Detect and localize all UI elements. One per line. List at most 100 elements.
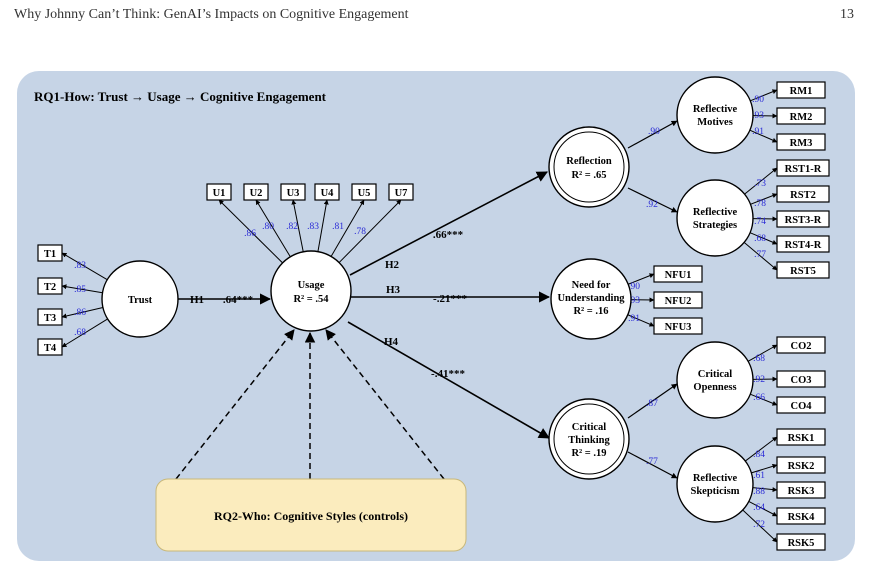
loading-value-u7: .78	[354, 227, 366, 237]
reflective-skepticism-label-1: Reflective	[693, 473, 738, 484]
loading-value-rm3: .91	[752, 127, 764, 137]
path-h1-hyp: H1	[190, 294, 204, 306]
critical-thinking-node	[548, 398, 630, 480]
nfu-label-1: Need for	[572, 280, 611, 291]
loading-arrow-rst1-r	[744, 167, 778, 195]
loading-arrow-rst4-r	[749, 232, 778, 245]
indicator-box-rsk2	[776, 456, 826, 474]
loading-arrow-rsk5	[742, 509, 778, 543]
loading-value-rm1: .90	[752, 95, 764, 105]
loading-arrow-rst5	[743, 242, 778, 271]
indicator-box-rst4-r	[776, 235, 830, 253]
reflection-to-strategies-line	[627, 187, 678, 213]
indicator-box-co2	[776, 336, 826, 354]
reflective-motives-node	[676, 76, 754, 154]
indicator-label-rst4-r: RST4-R	[785, 240, 822, 251]
critical-openness-node	[676, 341, 754, 419]
loading-arrow-co2	[747, 344, 778, 362]
indicator-label-u1: U1	[213, 188, 226, 199]
indicator-box-t1	[37, 244, 63, 262]
indicator-box-u4	[314, 183, 340, 201]
panel-title: RQ1-How: Trust → Usage → Cognitive Engag…	[34, 89, 327, 104]
critical-openness-label-2: Openness	[693, 382, 736, 393]
ct-skepticism-coef: .77	[646, 457, 658, 467]
indicator-label-rsk4: RSK4	[788, 512, 816, 523]
critical-thinking-r2: R² = .19	[571, 448, 606, 459]
loading-arrow-nfu3	[627, 314, 655, 327]
indicator-box-rsk4	[776, 507, 826, 525]
loading-arrow-rsk2	[751, 463, 778, 474]
indicator-box-rst3-r	[776, 210, 830, 228]
path-h4-line	[347, 321, 550, 439]
indicator-label-co3: CO3	[791, 375, 812, 386]
loading-value-u4: .83	[307, 222, 319, 232]
loading-arrow-rsk3	[752, 487, 778, 493]
loading-arrow-u5	[330, 199, 365, 257]
critical-openness-label-1: Critical	[698, 369, 732, 380]
loading-value-u1: .86	[244, 229, 256, 239]
page-number: 13	[840, 7, 854, 22]
loading-value-rsk1: .84	[753, 450, 765, 460]
loading-value-nfu1: .90	[628, 282, 640, 292]
indicator-label-rm1: RM1	[790, 86, 813, 97]
reflection-to-motives-line	[627, 120, 678, 149]
indicator-label-nfu2: NFU2	[665, 296, 692, 307]
loading-value-rm2: .93	[752, 111, 764, 121]
reflection-strategies-coef: .92	[646, 200, 658, 210]
controls-box	[155, 478, 467, 552]
usage-label: Usage	[298, 280, 325, 291]
indicator-box-rst5	[776, 261, 830, 279]
indicator-groups: T1.83T2.85T3.86T4.68U1.86U2.80U3.82U4.83…	[37, 81, 830, 551]
ct-openness-coef: .87	[646, 399, 658, 409]
indicator-label-t3: T3	[44, 313, 56, 324]
usage-r2: R² = .54	[293, 294, 329, 305]
nfu-label-2: Understanding	[557, 293, 625, 304]
loading-arrow-rm1	[750, 89, 778, 102]
indicator-label-rst2: RST2	[790, 190, 816, 201]
reflection-node	[548, 126, 630, 208]
indicator-label-u3: U3	[287, 188, 300, 199]
indicator-box-co4	[776, 396, 826, 414]
indicator-label-rm3: RM3	[790, 138, 813, 149]
loading-arrow-u7	[338, 199, 402, 263]
indicator-box-t3	[37, 308, 63, 326]
indicator-label-u4: U4	[321, 188, 335, 199]
indicator-label-co2: CO2	[791, 341, 812, 352]
control-arrow-right	[325, 329, 445, 480]
loading-value-rst1-r: .73	[754, 179, 766, 189]
loading-value-t4: .68	[74, 328, 86, 338]
loading-arrow-u4	[317, 199, 329, 252]
loading-value-rst2: .78	[754, 199, 766, 209]
critical-thinking-label-1: Critical	[572, 422, 606, 433]
ct-to-openness-line	[627, 383, 678, 419]
indicator-box-nfu1	[653, 265, 703, 283]
control-arrow-left	[175, 329, 295, 480]
reflection-r2: R² = .65	[571, 170, 606, 181]
loading-arrow-rsk4	[748, 500, 778, 517]
trust-label: Trust	[128, 295, 153, 306]
reflective-strategies-node	[676, 179, 754, 257]
loading-value-rst5: .77	[754, 250, 766, 260]
reflective-strategies-label-1: Reflective	[693, 207, 738, 218]
loading-value-rsk5: .72	[753, 520, 765, 530]
loading-arrow-co4	[750, 393, 778, 406]
path-h2-line	[349, 171, 548, 276]
indicator-box-co3	[776, 370, 826, 388]
reflective-skepticism-node	[676, 445, 754, 523]
path-h4-coef: -.41***	[431, 368, 465, 380]
indicator-label-u2: U2	[250, 188, 263, 199]
indicator-label-rsk5: RSK5	[788, 538, 815, 549]
indicator-box-u5	[351, 183, 377, 201]
controls-label: RQ2-Who: Cognitive Styles (controls)	[214, 509, 408, 523]
indicator-label-u7: U7	[395, 188, 408, 199]
loading-value-u2: .80	[262, 222, 274, 232]
indicator-label-nfu3: NFU3	[665, 322, 692, 333]
indicator-label-rsk1: RSK1	[788, 433, 815, 444]
loading-value-co3: .92	[753, 375, 765, 385]
loading-arrow-u3	[291, 199, 304, 252]
loading-value-t3: .86	[74, 308, 86, 318]
indicator-box-t4	[37, 338, 63, 356]
indicator-label-rst1-r: RST1-R	[785, 164, 822, 175]
loading-arrow-u2	[255, 199, 291, 258]
